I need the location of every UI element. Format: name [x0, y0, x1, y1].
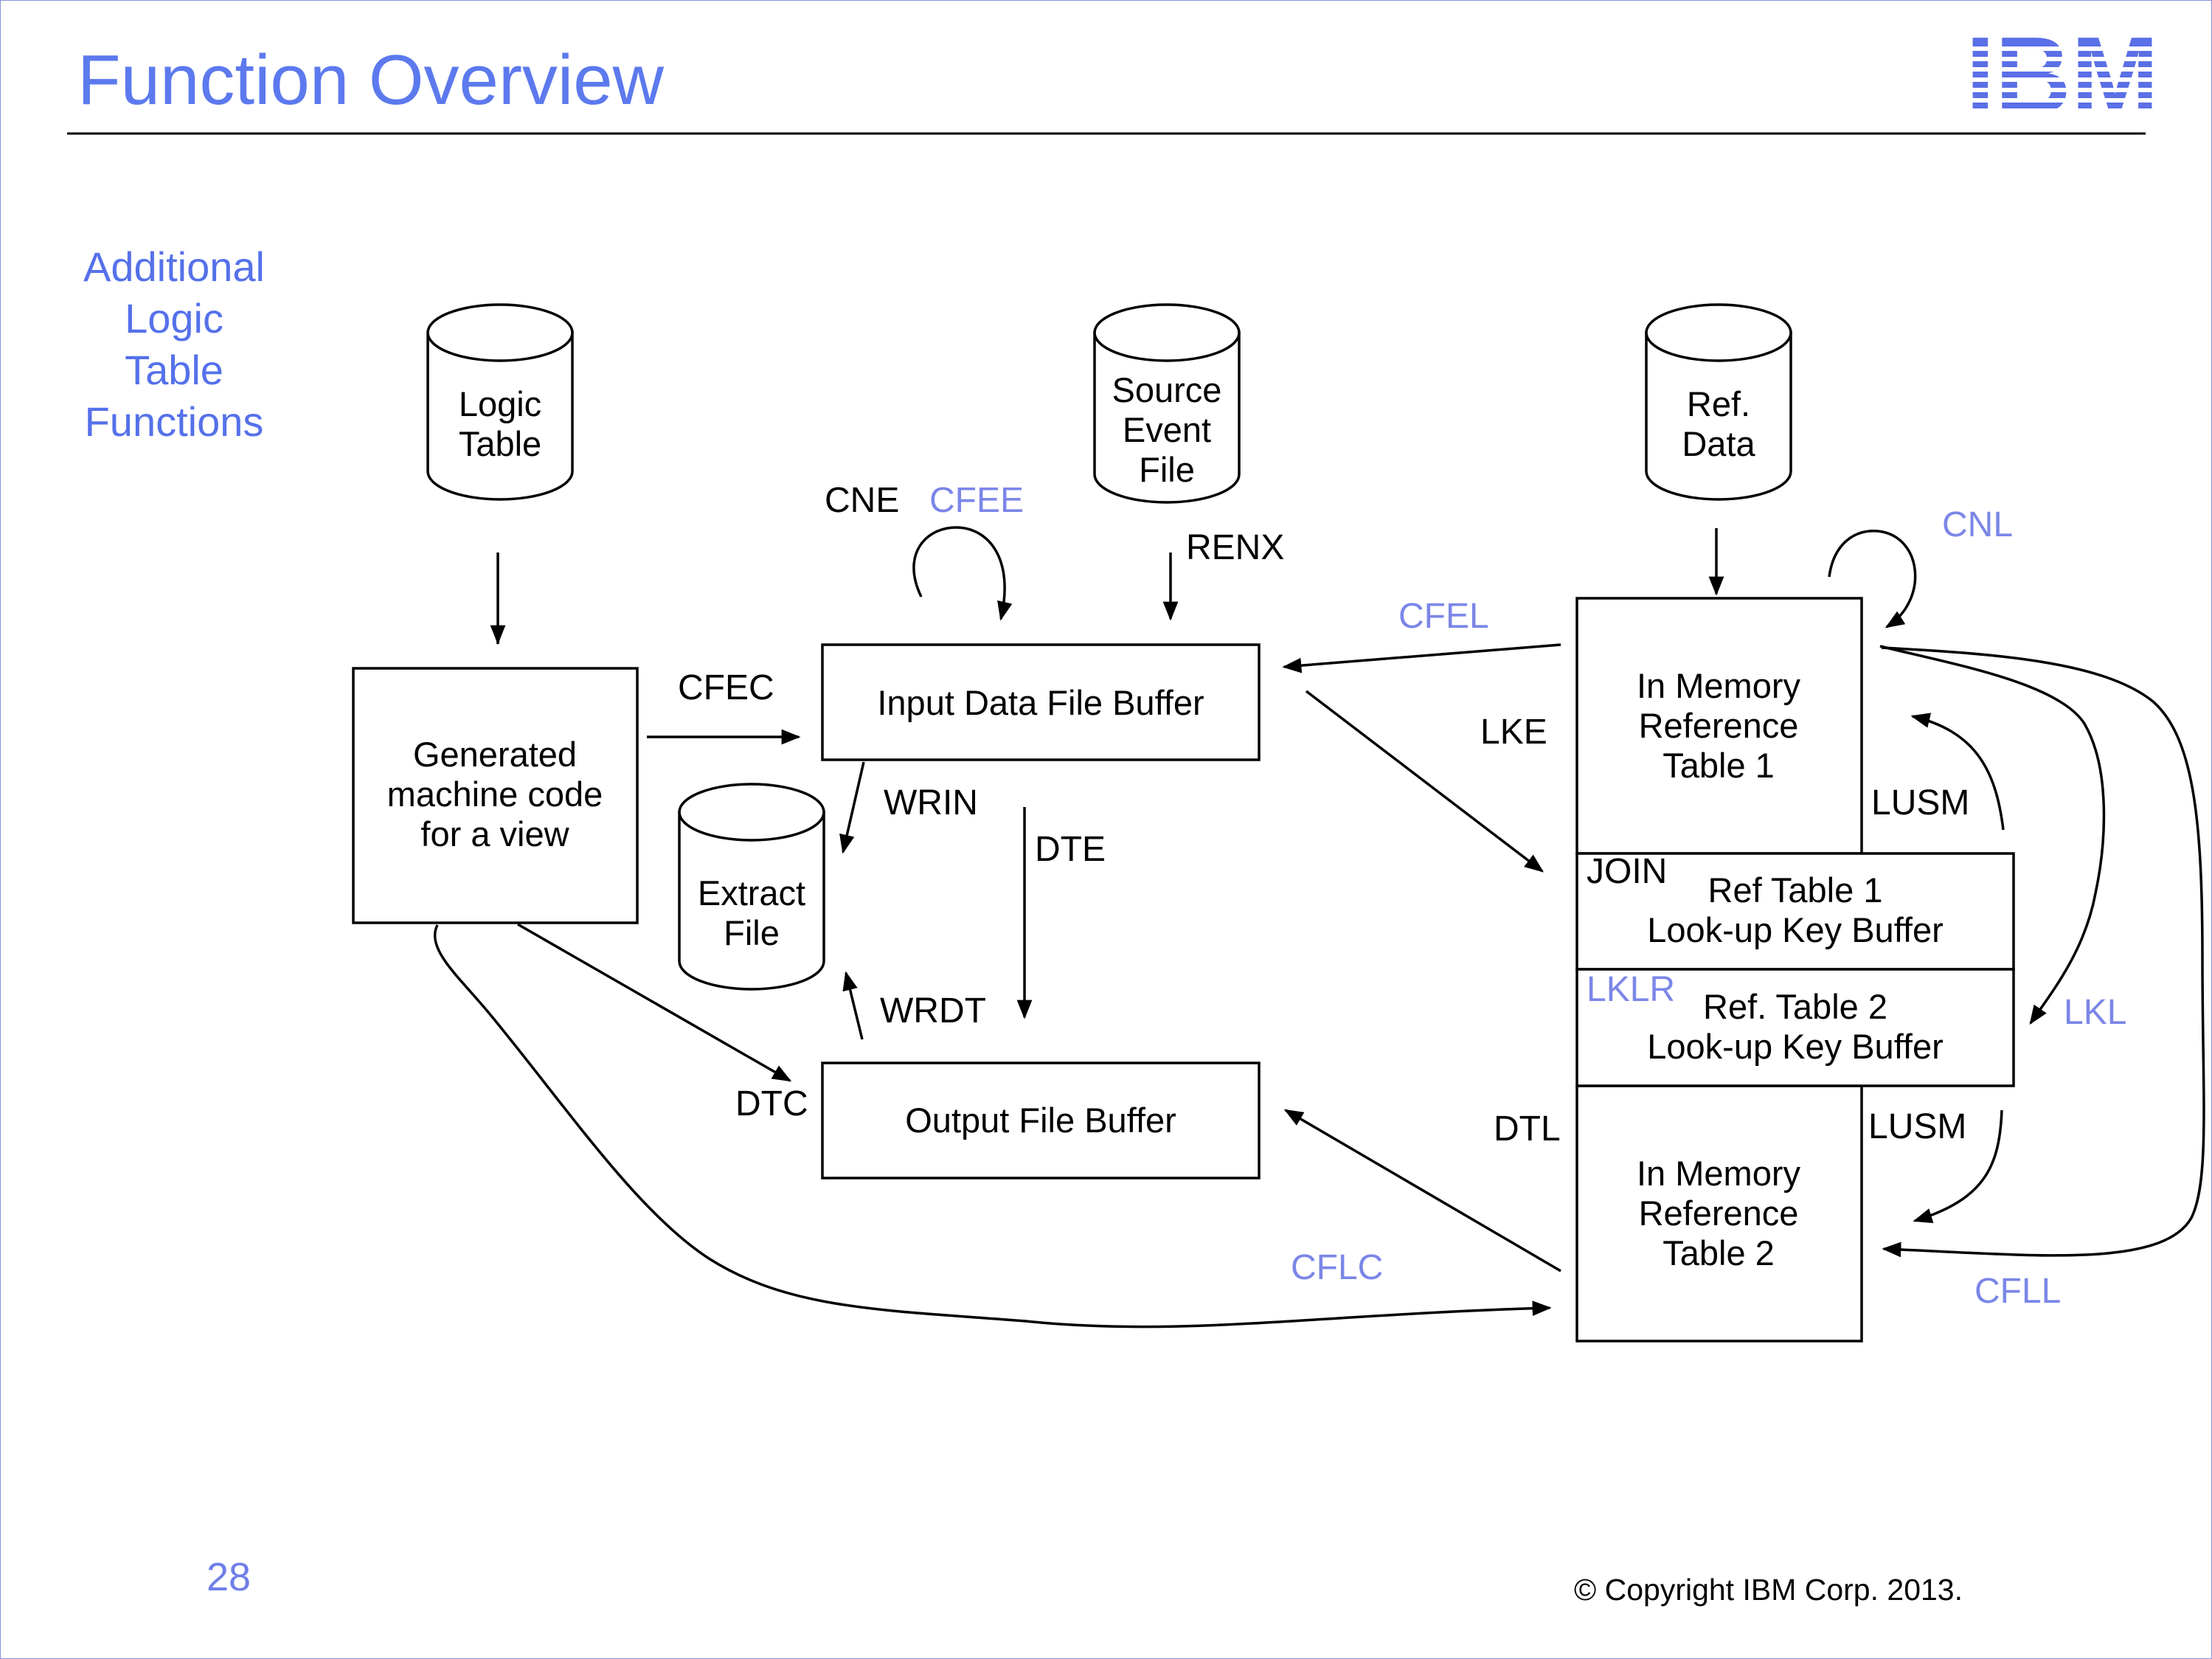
svg-text:Table: Table — [459, 424, 541, 463]
svg-text:File: File — [1139, 450, 1195, 489]
source-event-file-cylinder: Source Event File — [1093, 303, 1241, 504]
connector-labels: CNE CFEE RENX CNL CFEL CFEC LKE WRIN DTE… — [678, 481, 2126, 1311]
svg-text:machine code: machine code — [387, 775, 603, 814]
svg-text:Data: Data — [1682, 424, 1755, 463]
ref-data-cylinder: Ref. Data — [1645, 303, 1792, 501]
section-subtitle: Additional Logic Table Functions — [83, 243, 265, 445]
svg-text:File: File — [724, 913, 780, 952]
connector-arrows — [433, 526, 2205, 1329]
output-file-buffer-box: Output File Buffer — [821, 1061, 1261, 1180]
label-lusm-1: LUSM — [1871, 783, 1969, 822]
copyright-notice: © Copyright IBM Corp. 2013. — [1574, 1573, 1963, 1607]
svg-text:Reference: Reference — [1639, 706, 1799, 745]
label-lkl: LKL — [2064, 993, 2126, 1032]
svg-text:Ref.: Ref. — [1687, 384, 1750, 423]
svg-text:Ref. Table 2: Ref. Table 2 — [1703, 987, 1887, 1026]
label-dtc: DTC — [735, 1084, 808, 1123]
extract-file-cylinder: Extract File — [678, 783, 825, 991]
label-cne: CNE — [825, 481, 899, 520]
svg-text:Source: Source — [1112, 370, 1222, 409]
svg-text:Generated: Generated — [413, 735, 577, 774]
label-wrin: WRIN — [884, 783, 978, 822]
svg-text:Output File Buffer: Output File Buffer — [905, 1101, 1176, 1140]
svg-text:IBM: IBM — [1966, 15, 2159, 136]
label-dte: DTE — [1035, 830, 1106, 869]
label-lke: LKE — [1480, 713, 1547, 752]
label-wrdt: WRDT — [880, 991, 986, 1031]
svg-text:Logic: Logic — [459, 384, 541, 423]
generated-code-box: Generated machine code for a view — [352, 667, 639, 924]
svg-text:Ref Table 1: Ref Table 1 — [1708, 870, 1883, 910]
svg-text:Functions: Functions — [85, 398, 264, 445]
label-cfee: CFEE — [929, 481, 1024, 520]
label-lklr: LKLR — [1587, 970, 1675, 1009]
label-lusm-2: LUSM — [1868, 1107, 1966, 1146]
svg-text:for a view: for a view — [420, 814, 569, 853]
input-data-file-buffer-box: Input Data File Buffer — [821, 643, 1261, 761]
svg-text:Logic: Logic — [125, 295, 223, 342]
ref-table-2-box: In Memory Reference Table 2 — [1575, 1084, 1863, 1343]
svg-text:Table 2: Table 2 — [1663, 1233, 1775, 1272]
label-cfel: CFEL — [1398, 597, 1489, 636]
svg-text:Reference: Reference — [1639, 1194, 1799, 1233]
page-title: Function Overview — [77, 41, 665, 120]
svg-text:Additional: Additional — [83, 243, 265, 290]
label-dtl: DTL — [1494, 1109, 1561, 1149]
svg-text:Table: Table — [125, 347, 223, 393]
svg-text:Look-up Key Buffer: Look-up Key Buffer — [1647, 1027, 1944, 1066]
logic-table-cylinder: Logic Table — [426, 303, 574, 501]
lookup-key-buffer-2-box: Ref. Table 2 Look-up Key Buffer — [1575, 968, 2015, 1087]
svg-text:Table 1: Table 1 — [1663, 746, 1775, 785]
label-renx: RENX — [1186, 528, 1284, 567]
page-number: 28 — [207, 1555, 251, 1599]
svg-text:Input Data File Buffer: Input Data File Buffer — [877, 683, 1204, 722]
svg-text:Extract: Extract — [698, 873, 805, 912]
ibm-logo: IBM — [1959, 15, 2166, 136]
svg-text:In Memory: In Memory — [1637, 666, 1800, 705]
svg-text:Look-up Key Buffer: Look-up Key Buffer — [1647, 910, 1944, 949]
label-cnl: CNL — [1942, 505, 2013, 544]
label-cfec: CFEC — [678, 668, 774, 707]
svg-text:Event: Event — [1123, 410, 1211, 449]
label-cflc: CFLC — [1291, 1248, 1383, 1287]
lookup-key-buffer-1-box: Ref Table 1 Look-up Key Buffer — [1575, 852, 2015, 971]
label-cfll: CFLL — [1974, 1272, 2061, 1311]
ref-table-1-box: In Memory Reference Table 1 — [1575, 597, 1863, 855]
label-join: JOIN — [1587, 852, 1667, 891]
svg-text:In Memory: In Memory — [1637, 1154, 1800, 1193]
